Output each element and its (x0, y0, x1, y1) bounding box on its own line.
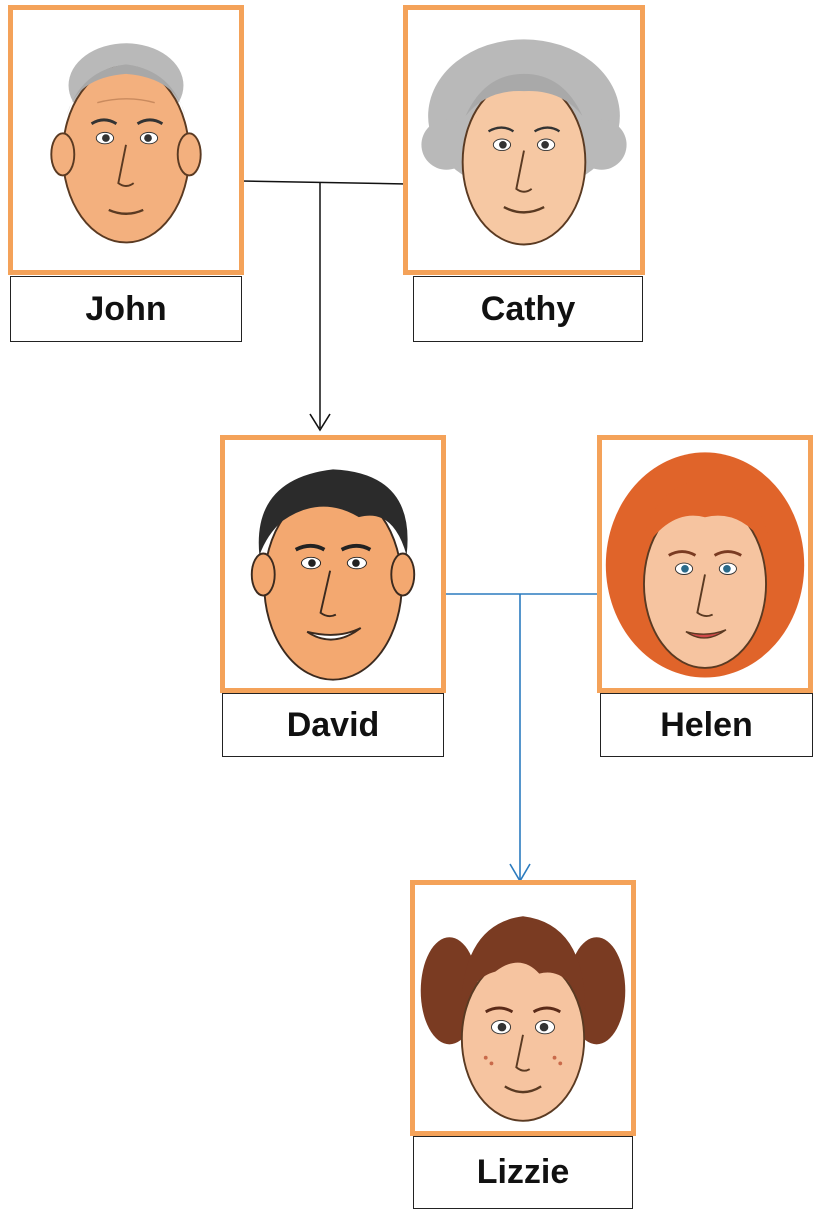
name-box-david: David (222, 693, 444, 757)
name-label-lizzie: Lizzie (476, 1153, 570, 1191)
david-arrowhead (309, 413, 331, 432)
portrait-john (8, 5, 244, 275)
mother-face-icon (605, 452, 805, 678)
name-label-john: John (85, 289, 167, 328)
name-box-lizzie: Lizzie (413, 1136, 633, 1209)
grandmother-face-icon (421, 39, 627, 246)
portrait-helen (597, 435, 813, 693)
name-label-cathy: Cathy (480, 289, 576, 328)
name-label-helen: Helen (660, 705, 753, 744)
john-cathy-marriage-line (241, 180, 408, 185)
name-label-david: David (286, 705, 380, 744)
portrait-david (220, 435, 446, 693)
grandfather-face-icon (50, 43, 202, 244)
portrait-cathy (403, 5, 645, 275)
daughter-face-icon (420, 916, 626, 1122)
father-face-icon (250, 469, 416, 681)
name-box-john: John (10, 276, 242, 342)
portrait-lizzie (410, 880, 636, 1136)
name-box-helen: Helen (600, 693, 813, 757)
name-box-cathy: Cathy (413, 276, 643, 342)
